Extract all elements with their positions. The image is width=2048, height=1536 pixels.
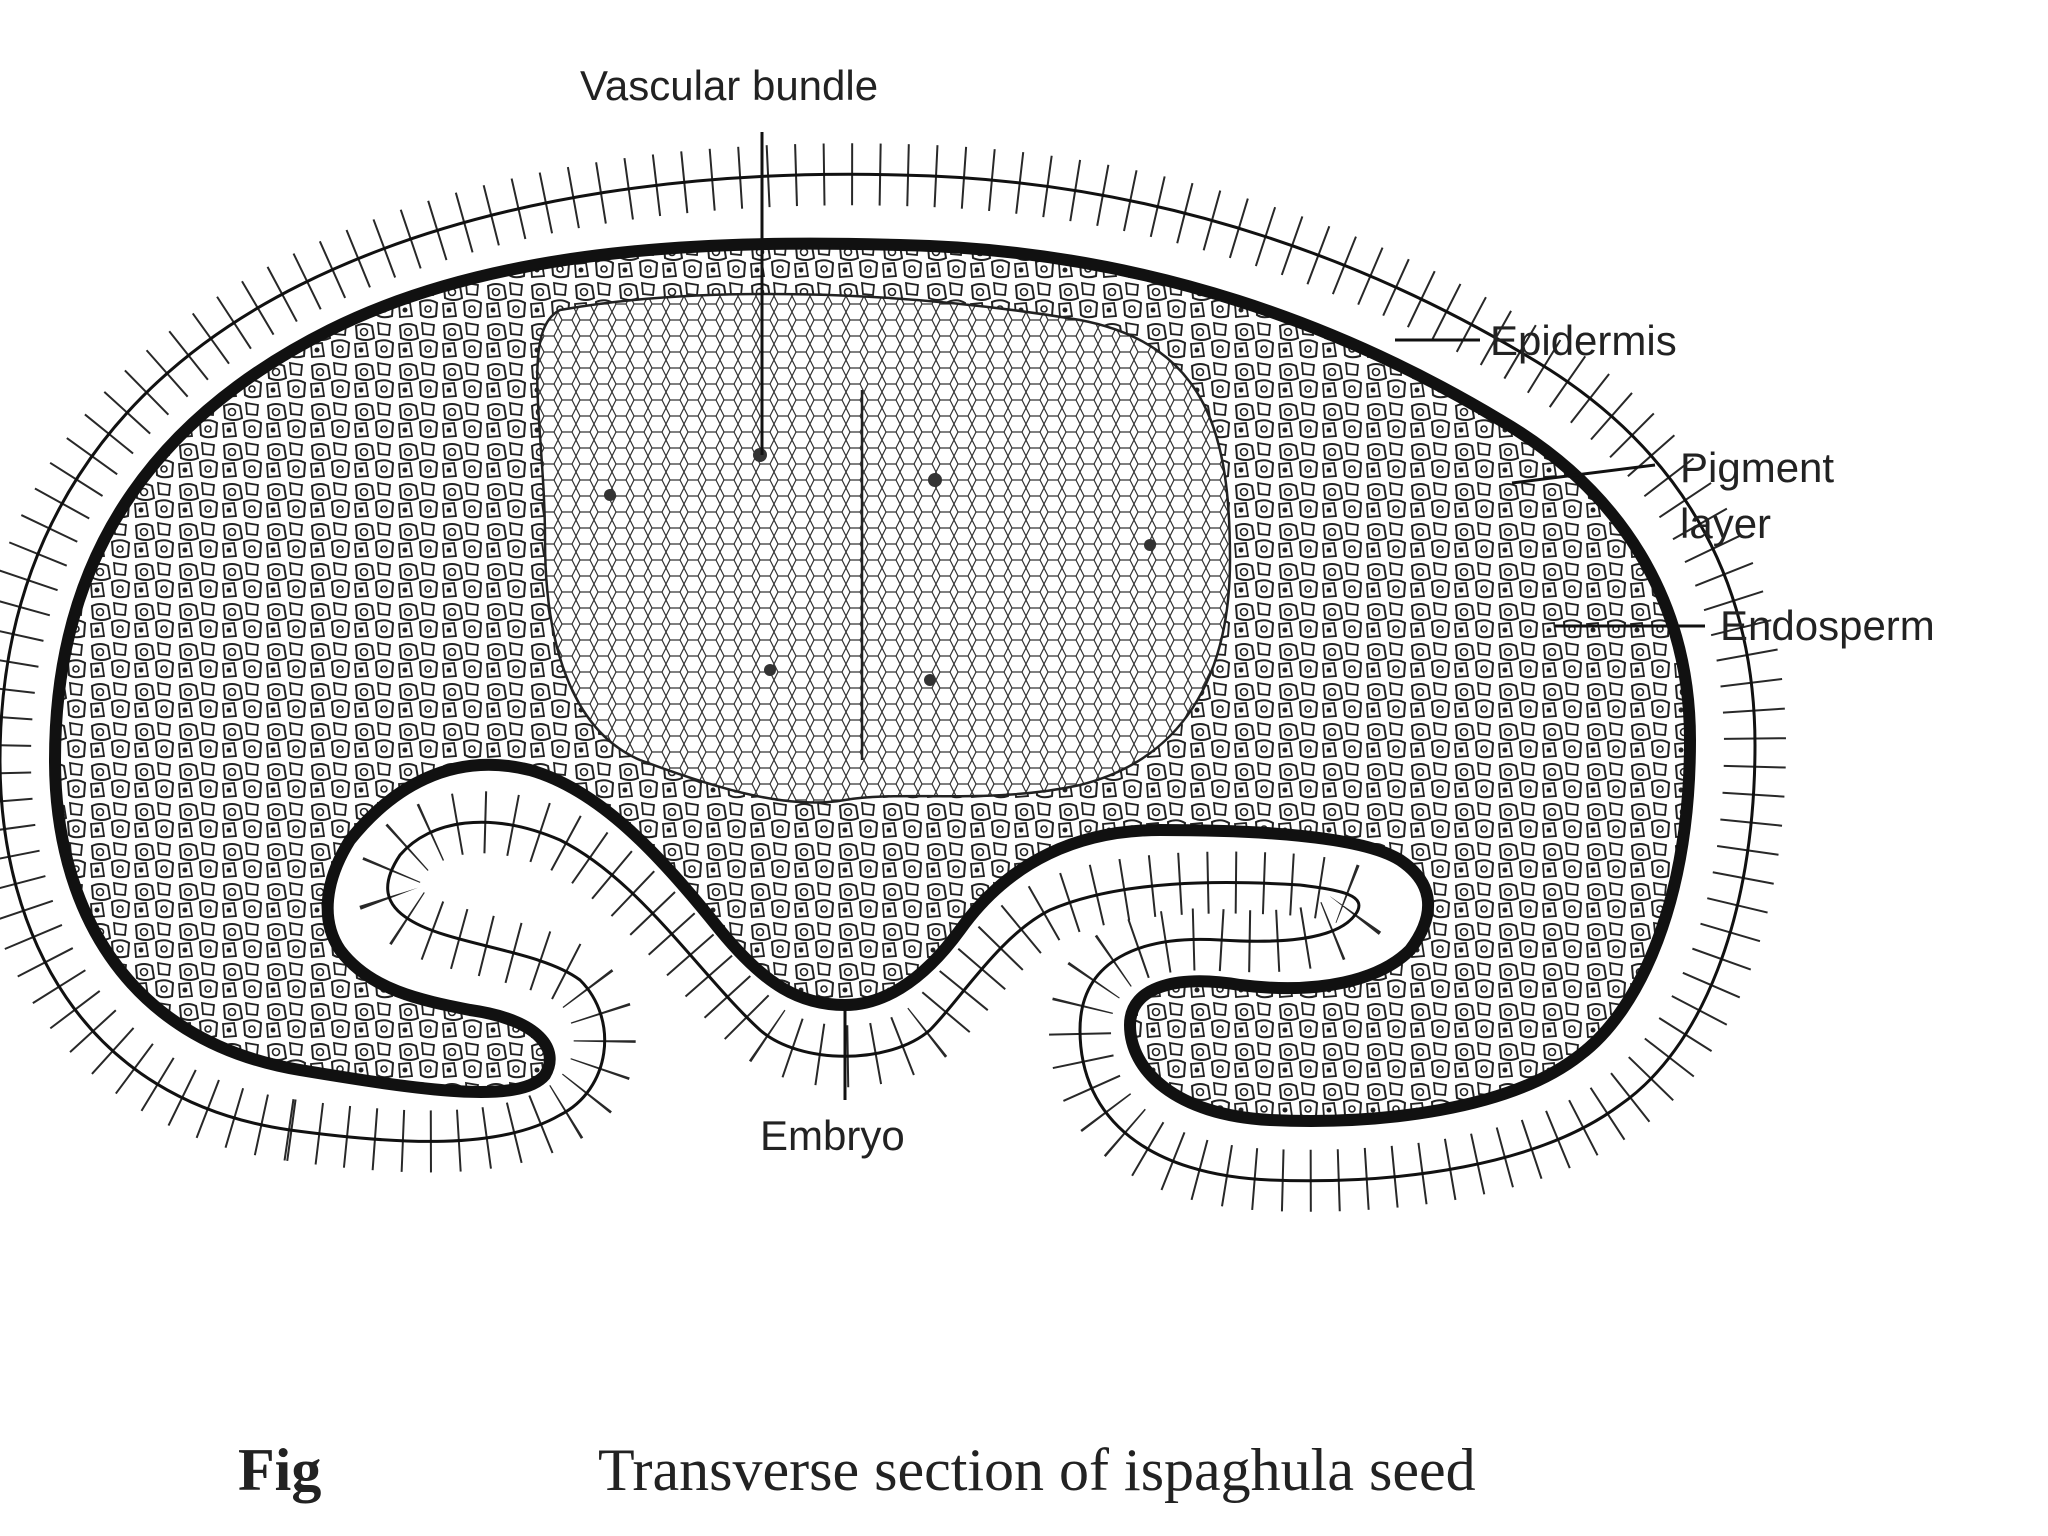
- caption-text: Transverse section of ispaghula seed: [598, 1437, 1476, 1503]
- pigment-layer-leader: [1511, 463, 1656, 485]
- vascular-bundle-label: Vascular bundle: [580, 62, 878, 109]
- pigment-layer-label-line1: Pigment: [1680, 444, 1834, 491]
- embryo-region: [536, 292, 1232, 804]
- vascular-strands: [604, 448, 1156, 686]
- pigment-layer-label-line2: layer: [1680, 500, 1771, 547]
- caption-prefix: Fig: [238, 1437, 321, 1503]
- epidermis-label: Epidermis: [1490, 317, 1677, 364]
- pigment-layer: [48, 237, 1697, 1127]
- endosperm-label: Endosperm: [1720, 602, 1935, 649]
- embryo-label: Embryo: [760, 1112, 905, 1159]
